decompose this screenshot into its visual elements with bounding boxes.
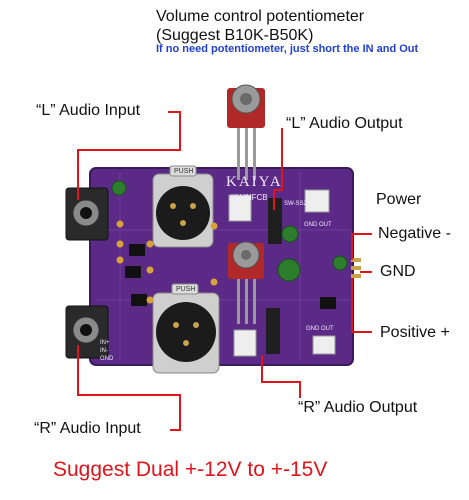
small-caps: [116, 220, 218, 304]
callout-r-input: [77, 345, 181, 431]
label-positive: Positive +: [380, 324, 450, 341]
ic-chip: [125, 266, 141, 278]
gnd-out-top-header: [304, 189, 330, 213]
r-xlr-connector: [152, 283, 220, 374]
label-gnd: GND: [380, 263, 416, 280]
board-gnd-out-bottom: GND OUT: [306, 326, 334, 332]
slide-switch-bottom: [266, 308, 280, 354]
label-l-input: “L” Audio Input: [36, 102, 141, 119]
board-in-plus: IN+: [100, 340, 110, 346]
slide-switch-top: [268, 198, 282, 244]
label-l-output: “L” Audio Output: [286, 115, 403, 132]
header-title: Volume control potentiometer: [156, 8, 365, 25]
header-subtitle: (Suggest B10K-B50K): [156, 27, 314, 44]
callout-r-output: [261, 355, 301, 398]
callout-negative: [351, 233, 372, 260]
l-output-header: [228, 194, 252, 222]
gnd-out-bottom-header: [312, 335, 336, 355]
board-model: KY-INFCB: [231, 193, 268, 202]
callout-l-input: [77, 111, 181, 200]
capacitor: [281, 225, 299, 243]
r-potentiometer: [228, 241, 264, 324]
footer-voltage-note: Suggest Dual +-12V to +-15V: [53, 458, 328, 481]
l-input-jack: [65, 187, 109, 241]
callout-l-output: [273, 128, 283, 210]
capacitor: [277, 258, 301, 282]
board-in-minus: IN-: [100, 348, 108, 354]
header-note: If no need potentiometer, just short the…: [156, 43, 419, 55]
label-negative: Negative -: [378, 225, 451, 242]
power-terminal: [351, 258, 361, 278]
label-r-input: “R” Audio Input: [34, 420, 141, 437]
board-brand: KAIYA: [226, 174, 283, 190]
ic-chip: [320, 297, 336, 309]
board-push-bottom: PUSH: [176, 286, 195, 293]
board-push-top: PUSH: [174, 168, 193, 175]
label-power: Power: [376, 191, 422, 208]
capacitor: [332, 255, 348, 271]
ic-chip: [131, 294, 147, 306]
board-gnd-small: GND: [100, 356, 114, 362]
l-potentiometer: [227, 84, 265, 180]
capacitor: [111, 180, 127, 196]
label-r-output: “R” Audio Output: [298, 399, 418, 416]
l-xlr-connector: [152, 165, 214, 248]
board-switch-label: SW-SS2: [284, 201, 308, 207]
r-input-jack: [65, 305, 109, 359]
callout-positive: [351, 278, 372, 333]
ic-chip: [129, 244, 145, 256]
r-output-header: [233, 329, 257, 357]
board-gnd-out-top: GND OUT: [304, 222, 332, 228]
